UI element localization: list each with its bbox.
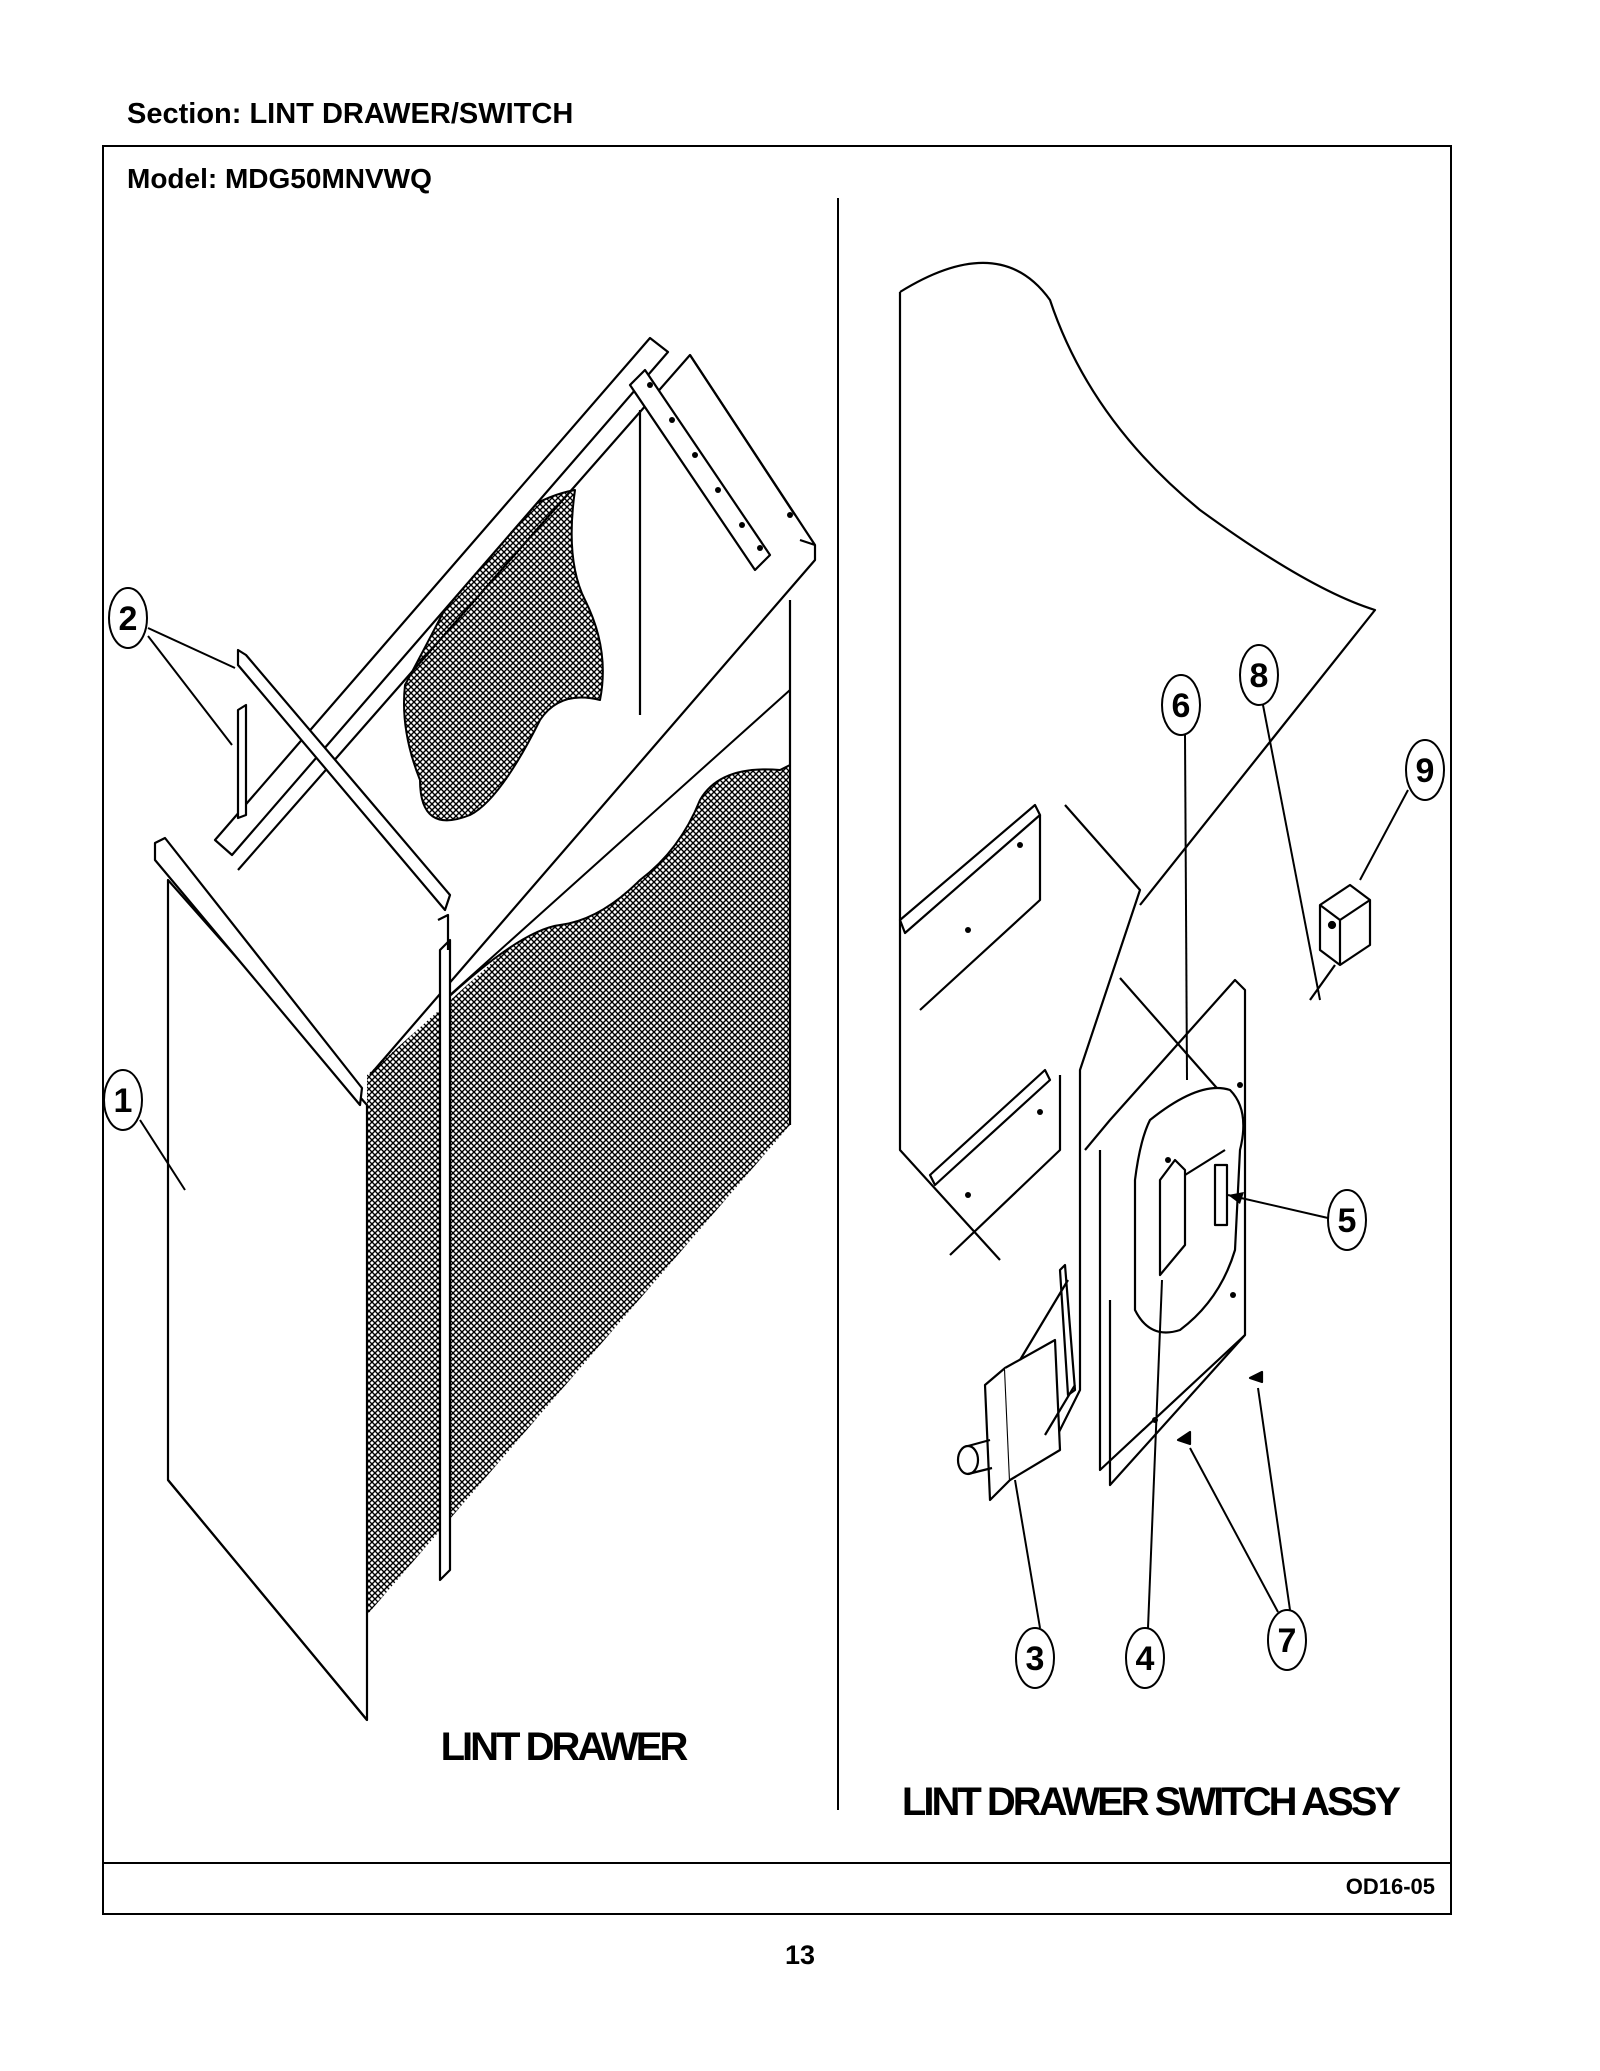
lint-drawer-drawing	[153, 336, 817, 1722]
callout-1	[103, 1069, 186, 1191]
callout-7	[1189, 1387, 1307, 1671]
callout-4	[1125, 1279, 1165, 1689]
model-title: Model: MDG50MNVWQ	[127, 163, 432, 194]
callout-2	[108, 587, 236, 746]
callout-5-label: 5	[1338, 1202, 1357, 1240]
callout-6-label: 6	[1172, 687, 1191, 725]
reference-code: OD16-05	[1345, 1874, 1435, 1899]
callout-2-label: 2	[119, 600, 138, 638]
switch-assembly-drawing	[898, 261, 1377, 1502]
callout-3-label: 3	[1026, 1640, 1045, 1678]
footer-rule	[102, 1862, 1452, 1864]
section-title: Section: LINT DRAWER/SWITCH	[127, 98, 574, 130]
callout-1-label: 1	[114, 1082, 133, 1120]
diagram-frame	[102, 145, 1452, 1915]
callout-9	[1359, 739, 1445, 881]
callout-3	[1014, 1479, 1055, 1689]
callout-8	[1239, 644, 1321, 1001]
page-number: 13	[784, 1940, 816, 1970]
callout-8-label: 8	[1250, 657, 1269, 695]
callout-5	[1227, 1189, 1367, 1251]
callout-4-label: 4	[1136, 1640, 1155, 1678]
callout-9-label: 9	[1416, 752, 1435, 790]
callout-7-label: 7	[1278, 1622, 1297, 1660]
callout-6	[1161, 674, 1201, 1081]
right-caption: LINT DRAWER SWITCH ASSY	[902, 1780, 1401, 1824]
left-caption: LINT DRAWER	[441, 1725, 689, 1769]
